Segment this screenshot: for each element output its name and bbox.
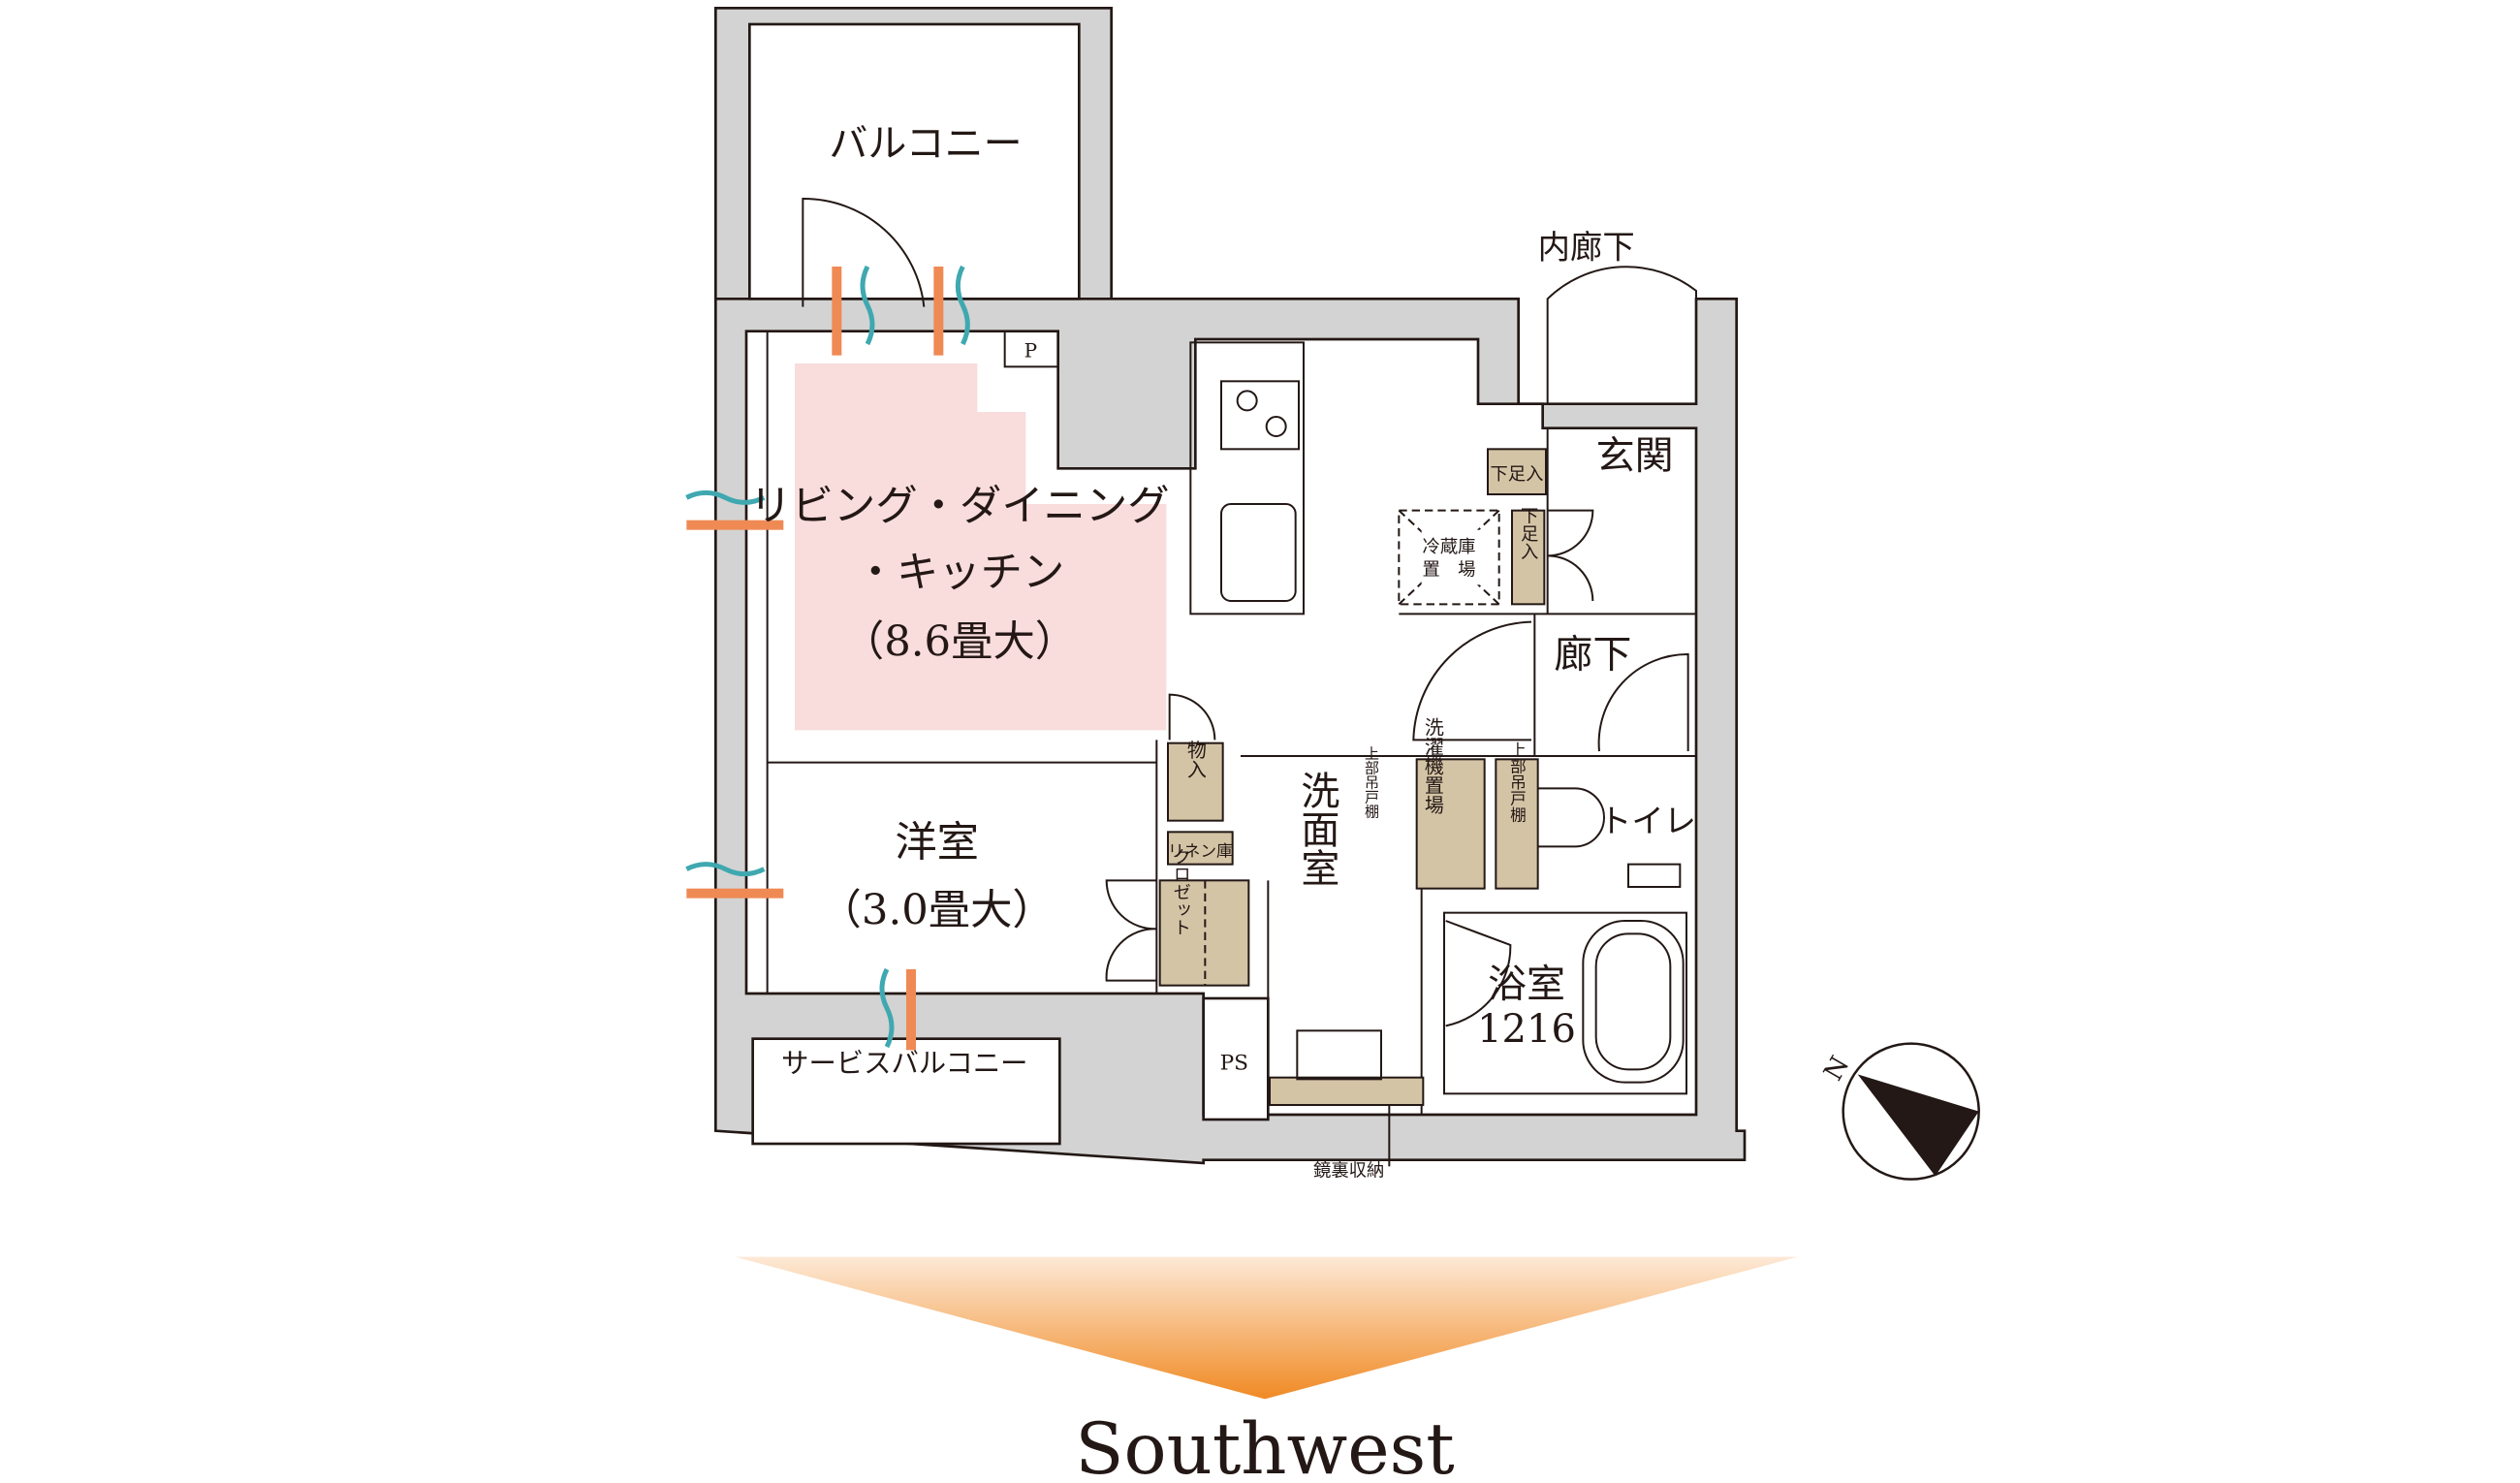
entrance-label: 玄関 xyxy=(1596,433,1674,478)
upper-cabinet-label: 上部吊戸棚 xyxy=(1363,745,1380,818)
ventilation-arrows xyxy=(685,265,970,1051)
inner-corridor-label: 内廊下 xyxy=(1538,229,1635,267)
storage-label: 物入 xyxy=(1183,740,1207,778)
ldk-label-2: ・キッチン xyxy=(855,549,1065,597)
closet-label: クロゼット xyxy=(1171,847,1191,936)
shoe-cabinet-label: 下足入 xyxy=(1491,464,1544,485)
shoe-cabinet-label-2: 下足入 xyxy=(1518,507,1538,560)
mirror-storage-label: 鏡裏収納 xyxy=(1313,1160,1384,1181)
kitchen-counter xyxy=(1189,341,1305,615)
toilet-icon xyxy=(1537,787,1605,848)
doors xyxy=(802,197,1697,1027)
balcony-label: バルコニー xyxy=(829,122,1022,167)
laundry-label: 洗濯機置場 xyxy=(1421,717,1444,814)
fridge-label-2: 置 場 xyxy=(1423,559,1476,580)
western-room-size: （3.0畳大） xyxy=(820,886,1055,934)
compass: N xyxy=(1818,1042,1980,1181)
toilet-label: トイレ xyxy=(1599,802,1696,839)
p-label: P xyxy=(1024,338,1037,362)
ps-label: PS xyxy=(1220,1051,1248,1075)
service-balcony-area xyxy=(751,1037,1061,1146)
ldk-size: （8.6畳大） xyxy=(842,618,1077,667)
service-balcony-label: サービスバルコニー xyxy=(781,1048,1027,1080)
washroom-label: 洗面室 xyxy=(1294,771,1339,887)
bathtub-icon xyxy=(1582,920,1685,1084)
western-room-label: 洋室 xyxy=(895,818,979,867)
bathroom-size: 1216 xyxy=(1477,1007,1576,1052)
linen-label: リネン庫 xyxy=(1168,841,1233,860)
compass-needle-icon xyxy=(1857,1074,1979,1177)
fridge-label: 冷蔵庫 xyxy=(1423,537,1476,557)
sink-icon xyxy=(1220,503,1297,602)
hallway-label: 廊下 xyxy=(1554,632,1631,677)
bathroom-label: 浴室 xyxy=(1488,962,1565,1006)
balcony-area xyxy=(748,22,1081,300)
upper-cabinet-label-2: 上部吊戸棚 xyxy=(1508,742,1527,824)
fridge-space xyxy=(1398,509,1500,606)
ldk-label: リビング・ダイニング xyxy=(749,483,1169,531)
ldk-highlight xyxy=(795,363,1167,731)
stove-icon xyxy=(1220,380,1300,451)
orientation-label: Southwest xyxy=(1075,1408,1455,1483)
orientation-arrow-icon xyxy=(735,1256,1799,1400)
